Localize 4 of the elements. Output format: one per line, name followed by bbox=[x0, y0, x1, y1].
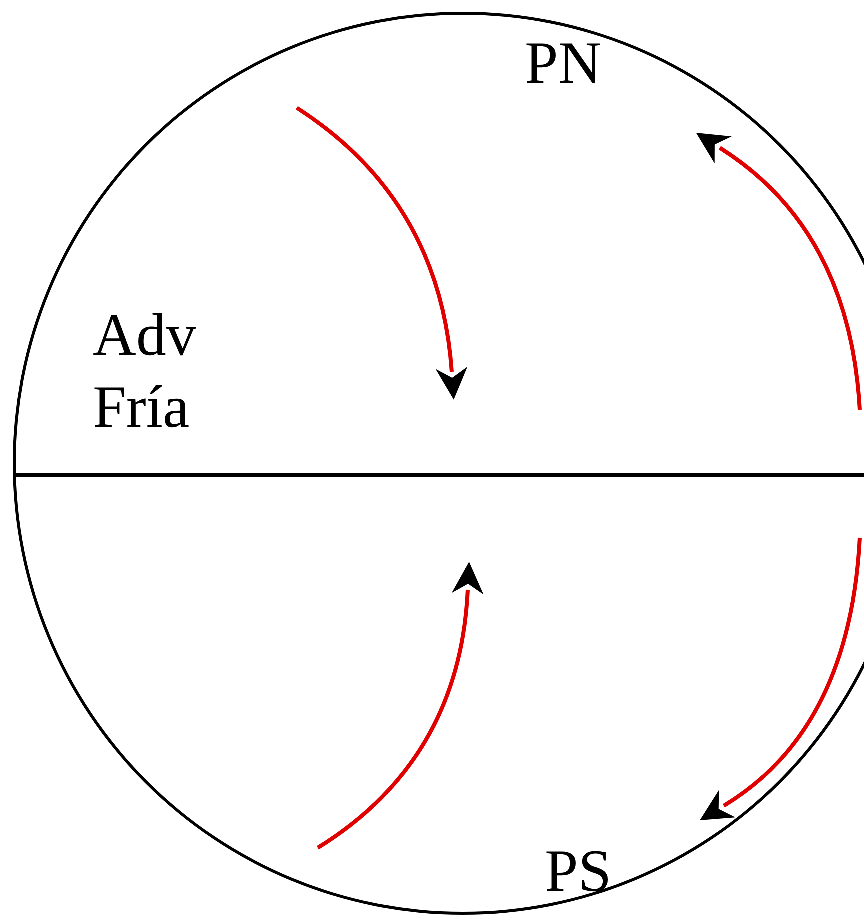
region-label: PS bbox=[545, 837, 613, 906]
region-label: Adv Fría bbox=[93, 301, 198, 442]
region-label: PN bbox=[525, 29, 603, 98]
globe-outline bbox=[13, 12, 864, 915]
